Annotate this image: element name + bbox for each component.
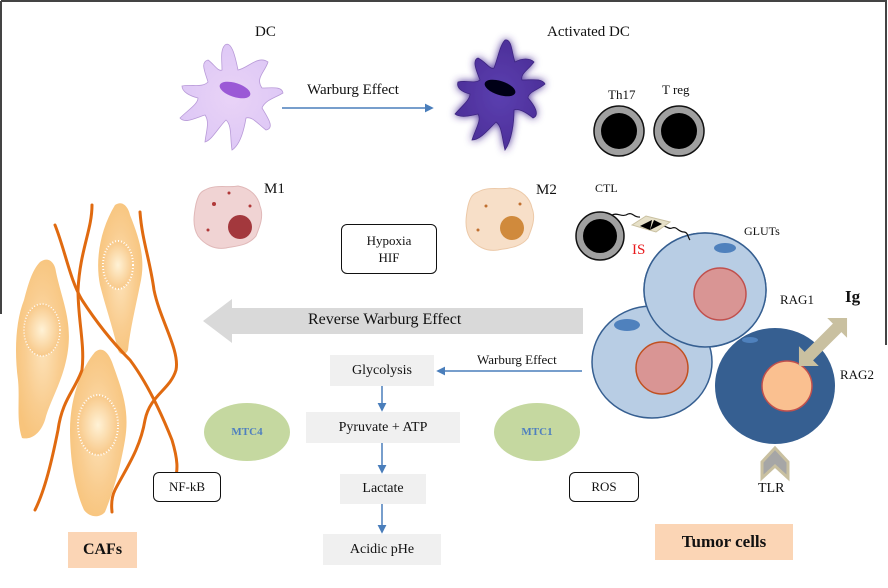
- warburg-effect-top-label: Warburg Effect: [307, 82, 399, 98]
- glycolysis-step: Glycolysis: [330, 355, 434, 386]
- tlr-receptor-icon: [760, 445, 790, 482]
- nfkb-box: NF-kB: [153, 472, 221, 502]
- hif-label: HIF: [378, 250, 400, 265]
- dc-label: DC: [255, 24, 276, 40]
- tumor-cells-group-label: Tumor cells: [655, 524, 793, 560]
- activated-dc-cell-icon: [454, 39, 546, 151]
- is-label: IS: [632, 242, 646, 258]
- reverse-warburg-label: Reverse Warburg Effect: [308, 311, 462, 328]
- mtc4-transporter: MTC4: [204, 403, 290, 461]
- immune-synapse-icon: [630, 215, 672, 233]
- ctl-label: CTL: [595, 181, 618, 195]
- ctl-cell-icon: [575, 211, 691, 261]
- ros-box: ROS: [569, 472, 639, 502]
- treg-label: T reg: [662, 82, 690, 97]
- tlr-label: TLR: [758, 481, 785, 496]
- treg-cell-icon: [653, 105, 705, 157]
- reverse-warburg-arrow: [203, 299, 583, 343]
- ig-receptor-icon: [798, 317, 848, 367]
- rag1-label: RAG1: [780, 292, 814, 307]
- caf-cells-icon: [16, 203, 143, 517]
- dc-cell-icon: [179, 43, 284, 151]
- activated-dc-label: Activated DC: [547, 24, 630, 40]
- m1-macrophage-icon: [193, 185, 263, 249]
- tumor-cell-top-overlay: [643, 232, 767, 348]
- ig-label: Ig: [845, 287, 861, 306]
- frame-border: [0, 0, 887, 345]
- warburg-effect-mid-label: Warburg Effect: [477, 352, 557, 367]
- th17-cell-icon: [593, 105, 645, 157]
- cafs-group-label: CAFs: [68, 532, 137, 568]
- hypoxia-label: Hypoxia: [366, 233, 412, 248]
- m1-label: M1: [264, 181, 285, 197]
- gluts-label: GLUTs: [744, 224, 780, 238]
- hypoxia-hif-box: Hypoxia HIF: [341, 224, 437, 274]
- mtc1-transporter: MTC1: [494, 403, 580, 461]
- m2-label: M2: [536, 182, 557, 198]
- lactate-step: Lactate: [340, 474, 426, 504]
- rag2-label: RAG2: [840, 367, 874, 382]
- m2-macrophage-icon: [465, 187, 535, 251]
- acidic-phe-step: Acidic pHe: [323, 534, 441, 565]
- pyruvate-atp-step: Pyruvate + ATP: [306, 412, 460, 443]
- caf-fibers-icon: [33, 203, 179, 514]
- th17-label: Th17: [608, 87, 636, 102]
